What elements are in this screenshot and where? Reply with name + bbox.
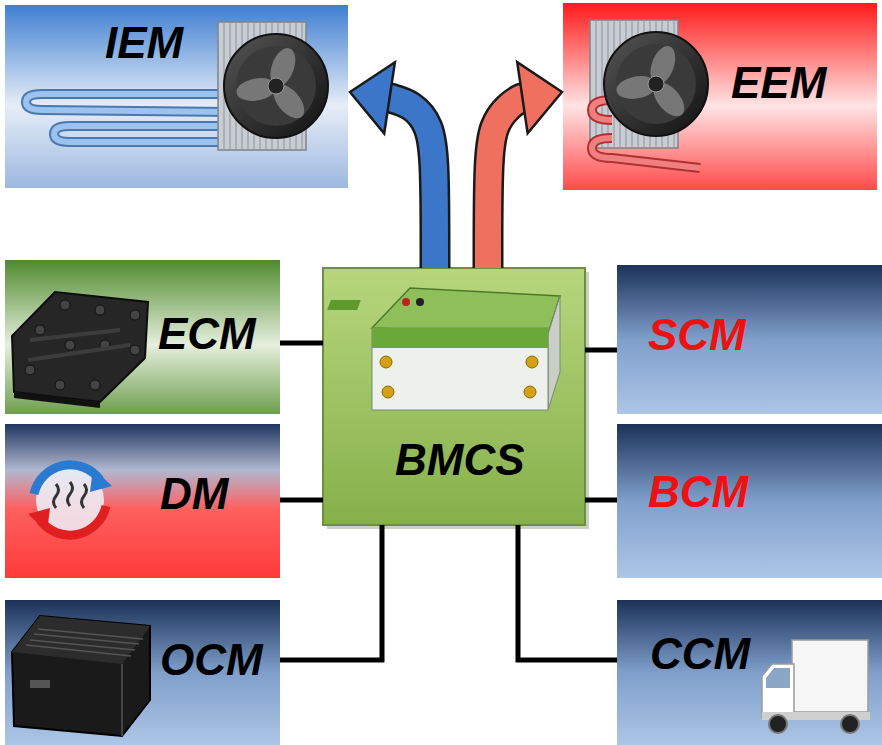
connector-line bbox=[280, 525, 382, 660]
connector-line bbox=[518, 525, 617, 660]
module-box: OCM bbox=[5, 600, 280, 745]
module-box: ECM bbox=[5, 260, 280, 414]
device-button bbox=[327, 300, 361, 310]
red-arrowhead bbox=[28, 508, 50, 532]
module-box: IEM bbox=[5, 5, 348, 188]
bcm-panel bbox=[617, 424, 882, 578]
module-box: BMCS bbox=[323, 268, 585, 525]
device-port bbox=[382, 386, 394, 398]
wheel bbox=[841, 715, 859, 733]
module-label: BMCS bbox=[395, 438, 525, 482]
arrowhead bbox=[517, 62, 562, 133]
heat-exchanger-icon bbox=[590, 20, 708, 168]
module-label: DM bbox=[160, 472, 228, 516]
connector bbox=[280, 343, 323, 344]
module-label: IEM bbox=[105, 21, 183, 65]
connector bbox=[350, 62, 435, 268]
device-port bbox=[380, 356, 392, 368]
module-box: DM bbox=[5, 424, 280, 578]
device-port bbox=[526, 356, 538, 368]
eem-panel bbox=[563, 3, 877, 190]
red-arc bbox=[40, 506, 106, 535]
module-label: EEM bbox=[731, 61, 826, 105]
wheel bbox=[769, 715, 787, 733]
connector bbox=[585, 500, 617, 501]
ocm-panel bbox=[5, 600, 280, 745]
cargo-box bbox=[792, 640, 868, 712]
inverter-icon bbox=[12, 616, 150, 736]
plate-edge bbox=[14, 392, 100, 408]
device-band bbox=[372, 328, 548, 348]
connector bbox=[585, 350, 617, 351]
plate-bumps bbox=[25, 300, 140, 390]
pipe-outline bbox=[54, 126, 232, 142]
inverter-body bbox=[12, 616, 150, 736]
fan-ring bbox=[604, 32, 708, 136]
arrow-outline bbox=[488, 98, 522, 268]
connector bbox=[488, 62, 562, 268]
truck-cab bbox=[762, 664, 794, 718]
device-side bbox=[548, 296, 560, 410]
dm-panel bbox=[5, 424, 280, 578]
fan-blade bbox=[268, 79, 311, 124]
device-front bbox=[372, 328, 548, 410]
connector bbox=[280, 525, 382, 660]
device-knob bbox=[402, 298, 410, 306]
module-box: SCM bbox=[617, 265, 882, 414]
pipe-outline bbox=[26, 94, 232, 112]
vapor-lines bbox=[54, 482, 87, 508]
blue-arrowhead bbox=[90, 468, 112, 492]
inverter-fins bbox=[26, 629, 143, 656]
pipe bbox=[26, 94, 232, 112]
module-label: ECM bbox=[158, 312, 256, 356]
cooling-plate-icon bbox=[12, 292, 148, 408]
bmcs-device-icon bbox=[327, 288, 560, 410]
fan-hub bbox=[268, 78, 284, 94]
ecm-panel bbox=[5, 260, 280, 414]
heat-exchanger-icon bbox=[26, 22, 328, 150]
module-label: CCM bbox=[650, 632, 750, 676]
connector bbox=[280, 500, 323, 501]
scm-panel bbox=[617, 265, 882, 414]
arrow-outline bbox=[390, 98, 435, 268]
connector bbox=[518, 525, 617, 660]
truck-icon bbox=[762, 640, 870, 733]
iem-panel bbox=[5, 5, 348, 188]
module-box: BCM bbox=[617, 424, 882, 578]
connector-line bbox=[280, 498, 323, 503]
arrowhead bbox=[350, 62, 395, 133]
dehumidifier-icon bbox=[28, 465, 112, 535]
module-label: BCM bbox=[648, 470, 748, 514]
module-box: CCM bbox=[617, 600, 882, 745]
arrow-shaft bbox=[488, 98, 522, 268]
inverter-edge bbox=[121, 664, 123, 736]
connector-line bbox=[585, 348, 617, 353]
plate-ridges bbox=[28, 330, 130, 360]
blue-arc bbox=[34, 465, 100, 494]
inverter-switch bbox=[30, 680, 50, 688]
device-top bbox=[372, 288, 560, 334]
fan-ring bbox=[224, 34, 328, 138]
connector-line bbox=[280, 341, 323, 346]
module-label: SCM bbox=[648, 313, 746, 357]
fan-hub bbox=[648, 76, 664, 92]
ccm-panel bbox=[617, 600, 882, 745]
inverter-top bbox=[12, 616, 150, 664]
windshield bbox=[766, 668, 790, 688]
fan-blade bbox=[648, 77, 691, 122]
module-box: EEM bbox=[563, 3, 877, 190]
connector-line bbox=[585, 498, 617, 503]
bmcs-panel bbox=[323, 268, 585, 525]
module-label: OCM bbox=[160, 638, 263, 682]
plate bbox=[12, 292, 148, 402]
device-port bbox=[524, 386, 536, 398]
device-knob bbox=[416, 298, 424, 306]
arrow-shaft bbox=[390, 98, 435, 268]
pipe bbox=[54, 126, 232, 142]
